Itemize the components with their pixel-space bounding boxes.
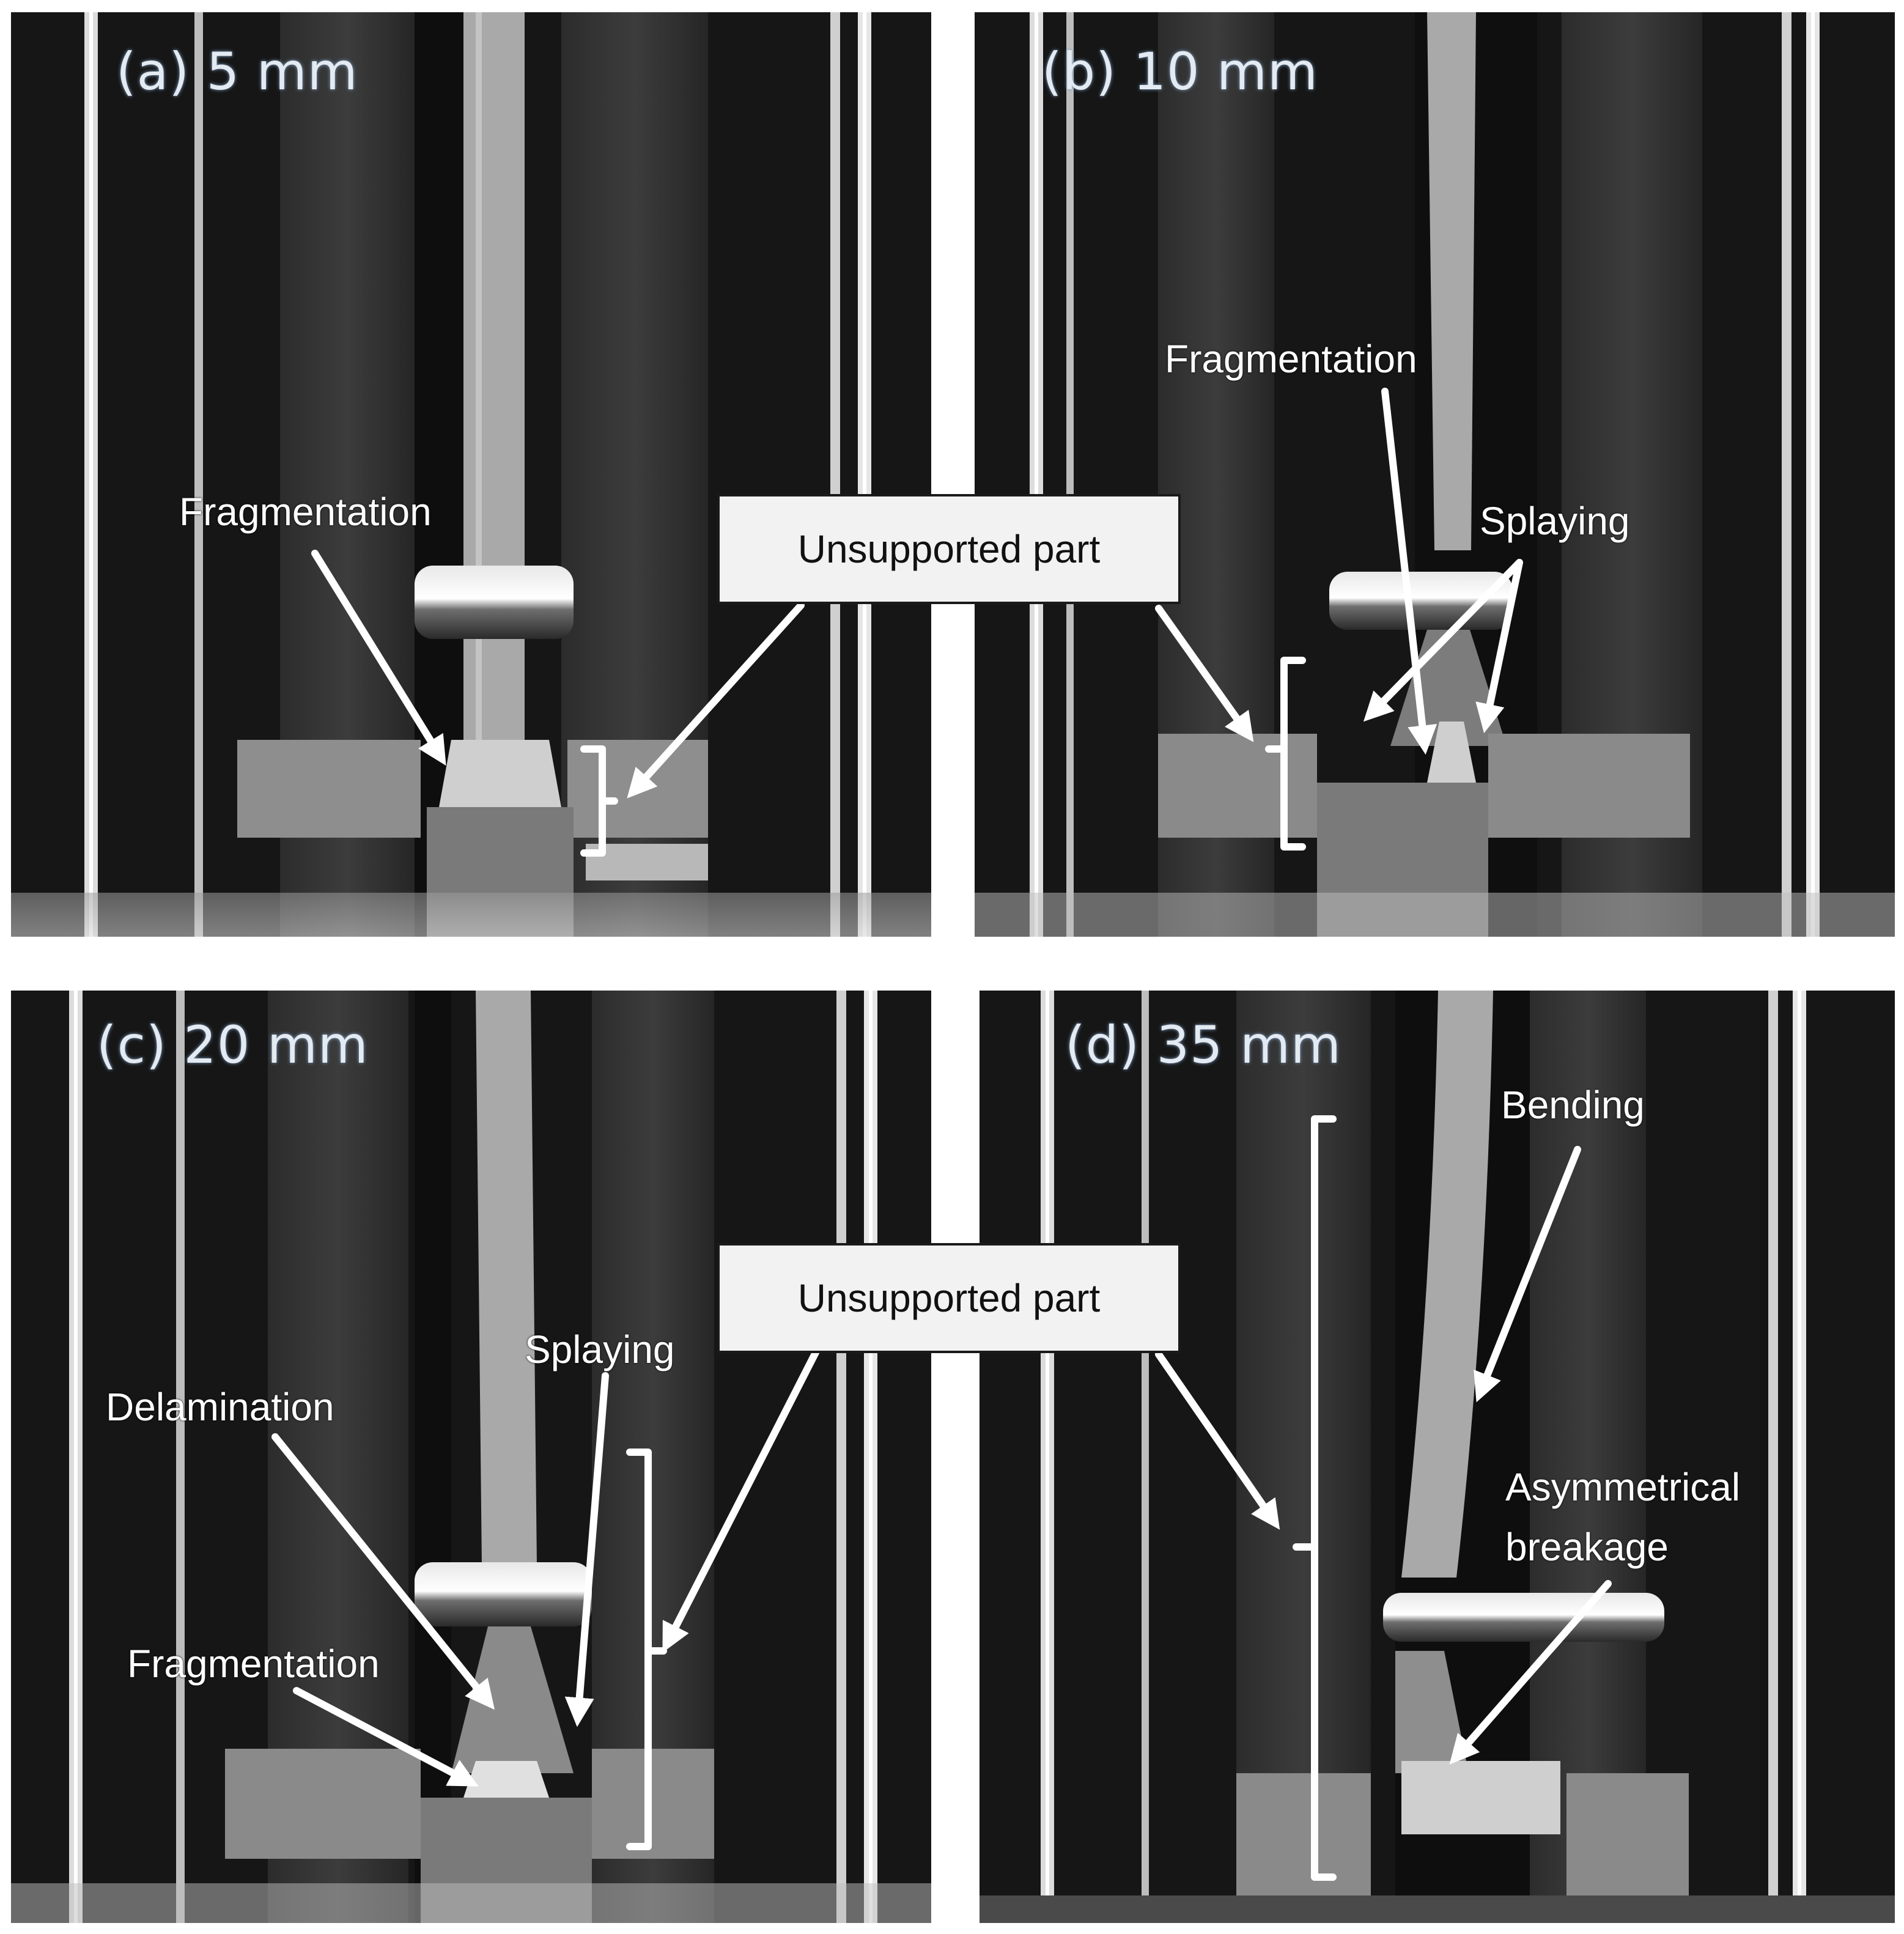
photo-panel-b: (b) 10 mm [975,12,1895,937]
photo-b-image [975,12,1895,937]
annot-c-delamination: Delamination [106,1385,334,1429]
panel-d-label: (d) 35 mm [1065,1015,1341,1075]
annot-b-splaying: Splaying [1480,499,1630,543]
annot-d-asymmetrical-line1: Asymmetrical [1505,1465,1741,1509]
annot-d-asymmetrical-line2: breakage [1505,1525,1669,1569]
panel-a-label: (a) 5 mm [116,42,358,101]
photo-panel-d: (d) 35 mm [980,991,1895,1923]
annot-d-bending: Bending [1501,1083,1645,1127]
annot-a-fragmentation: Fragmentation [179,490,432,534]
panel-c-label: (c) 20 mm [97,1015,369,1075]
annot-b-fragmentation: Fragmentation [1165,337,1417,381]
photo-panel-a: (a) 5 mm [11,12,931,937]
callout-unsupported-part-top: Unsupported part [717,494,1181,604]
annot-c-fragmentation: Fragmentation [127,1642,380,1686]
photo-c-image [11,991,931,1923]
photo-d-image [980,991,1895,1923]
panel-b-label: (b) 10 mm [1042,42,1318,101]
photo-a-image [11,12,931,937]
annot-c-splaying: Splaying [525,1327,675,1371]
callout-unsupported-part-bottom: Unsupported part [717,1243,1181,1353]
photo-panel-c: (c) 20 mm [11,991,931,1923]
